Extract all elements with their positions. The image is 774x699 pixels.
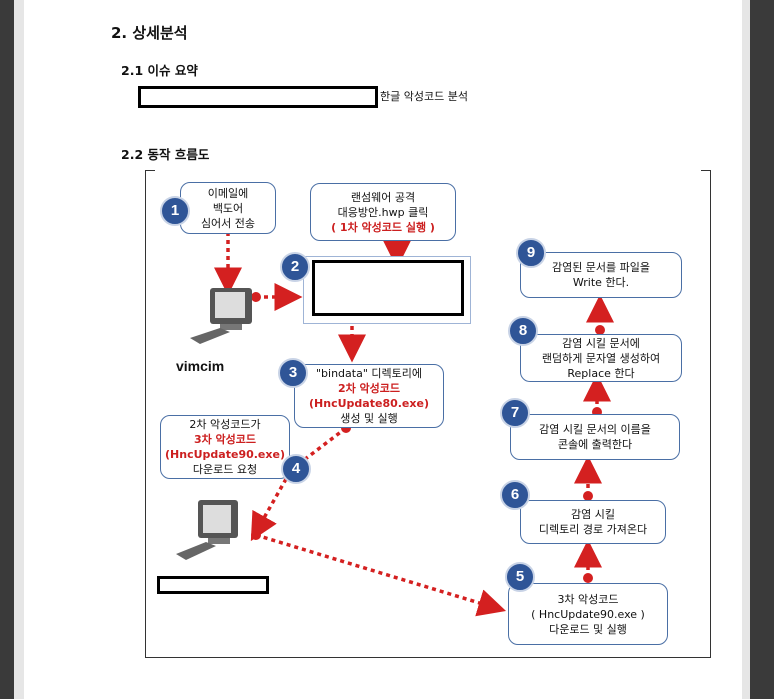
left-margin-gutter — [14, 0, 24, 699]
summary-heading: 2.1 이슈 요약 — [121, 63, 198, 78]
computer-icon — [176, 500, 238, 560]
step-4-badge: 4 — [281, 454, 311, 484]
computer-icon — [190, 288, 252, 344]
left-margin-bar — [0, 0, 14, 699]
step-2-badge: 2 — [280, 252, 310, 282]
hwp-click-box: 랜섬웨어 공격 대응방안.hwp 클릭 ( 1차 악성코드 실행 ) — [310, 183, 456, 241]
step-1-box: 이메일에 백도어 심어서 전송 — [180, 182, 276, 234]
step-7-box: 감염 시킬 문서의 이름을 콘솔에 출력한다 — [510, 414, 680, 460]
redacted-block — [138, 86, 378, 108]
summary-text: 한글 악성코드 분석 — [380, 90, 468, 103]
step-6-box: 감염 시킬 디렉토리 경로 가져온다 — [520, 500, 666, 544]
step-3-box: "bindata" 디렉토리에 2차 악성코드 (HncUpdate80.exe… — [294, 364, 444, 428]
step-9-box: 감염된 문서를 파일을 Write 한다. — [520, 252, 682, 298]
arrow-4-to-pc2 — [250, 471, 292, 542]
host-label: vimcim — [176, 358, 225, 374]
step-8-box: 감염 시킬 문서에 랜덤하게 문자열 생성하여 Replace 한다 — [520, 334, 682, 382]
step-7-badge: 7 — [500, 398, 530, 428]
step-8-badge: 8 — [508, 316, 538, 346]
step-4-box: 2차 악성코드가 3차 악성코드 (HncUpdate90.exe) 다운로드 … — [160, 415, 290, 479]
step-1-badge: 1 — [160, 196, 190, 226]
arrow-pc2-to-5 — [255, 533, 507, 617]
section-title: 2. 상세분석 — [111, 24, 188, 42]
step-3-badge: 3 — [278, 358, 308, 388]
arrow-3-to-4 — [298, 426, 348, 465]
step-9-badge: 9 — [516, 238, 546, 268]
redacted-block — [312, 260, 464, 316]
step-6-badge: 6 — [500, 480, 530, 510]
right-margin-gutter — [742, 0, 750, 699]
step-5-box: 3차 악성코드 ( HncUpdate90.exe ) 다운로드 및 실행 — [508, 583, 668, 645]
redacted-block — [157, 576, 269, 594]
right-margin-bar — [750, 0, 774, 699]
step-5-badge: 5 — [505, 562, 535, 592]
flow-heading: 2.2 동작 흐름도 — [121, 147, 210, 162]
